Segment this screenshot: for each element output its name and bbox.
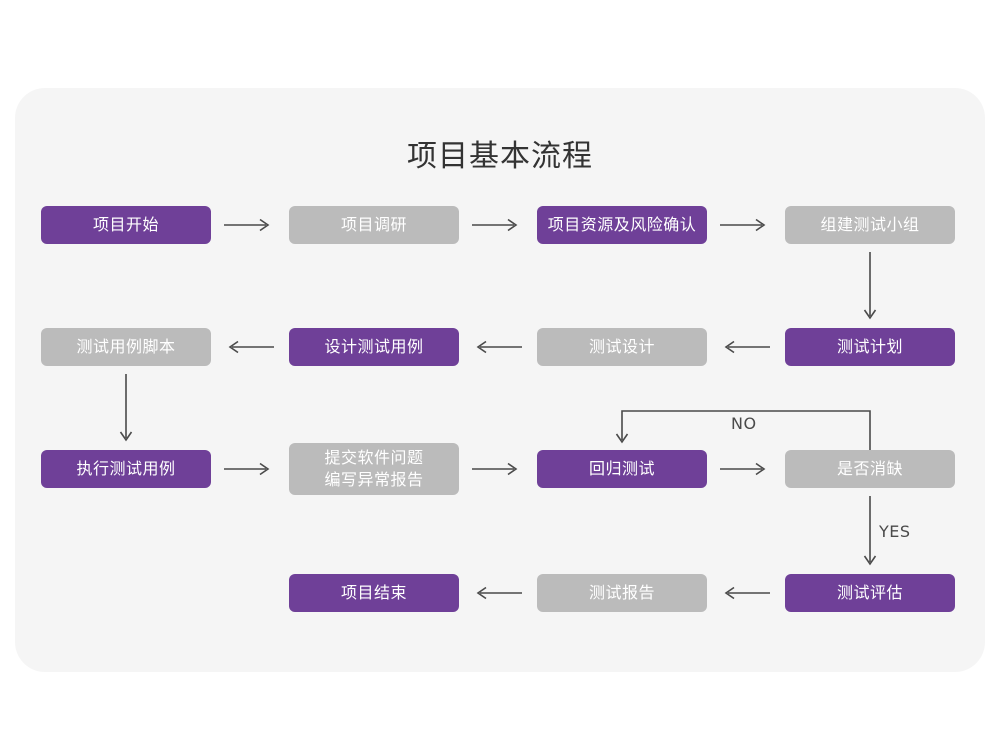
arrow-start-to-research [222,218,276,232]
node-label: 项目开始 [92,215,159,234]
arrow-defectcheck-to-evaluation [863,496,877,572]
arrow-script-to-execute [119,374,133,448]
arrow-team-to-testplan [863,252,877,326]
arrow-testdesign-to-designcase [470,340,524,354]
node-label: 设计测试用例 [324,337,424,356]
node-label: 测试计划 [836,337,903,356]
arrow-submit-to-regression [470,462,524,476]
node-project-start[interactable]: 项目开始 [41,206,211,244]
node-label: 测试设计 [588,337,655,356]
node-design-testcase[interactable]: 设计测试用例 [289,328,459,366]
node-execute-testcase[interactable]: 执行测试用例 [41,450,211,488]
node-label: 组建测试小组 [820,215,920,234]
edge-label-no: NO [731,414,757,433]
node-label: 测试用例脚本 [76,337,176,356]
arrow-testplan-to-testdesign [718,340,772,354]
node-label: 项目调研 [340,215,407,234]
node-label: 项目资源及风险确认 [547,215,697,234]
node-test-design[interactable]: 测试设计 [537,328,707,366]
arrow-regression-to-defectcheck [718,462,772,476]
node-label: 回归测试 [588,459,655,478]
node-label: 项目结束 [340,583,407,602]
arrow-designcase-to-script [222,340,276,354]
arrow-resource-to-team [718,218,772,232]
node-project-research[interactable]: 项目调研 [289,206,459,244]
node-defect-cleared[interactable]: 是否消缺 [785,450,955,488]
node-resource-risk-confirm[interactable]: 项目资源及风险确认 [537,206,707,244]
node-test-evaluation[interactable]: 测试评估 [785,574,955,612]
page-title: 项目基本流程 [407,139,593,174]
node-submit-issue-report[interactable]: 提交软件问题 编写异常报告 [289,443,459,495]
node-label: 执行测试用例 [76,459,176,478]
node-label: 是否消缺 [836,459,903,478]
edge-label-yes: YES [879,522,911,541]
node-label: 测试报告 [588,583,655,602]
arrow-testreport-to-projectend [470,586,524,600]
node-label: 提交软件问题 编写异常报告 [324,448,424,489]
node-test-plan[interactable]: 测试计划 [785,328,955,366]
node-project-end[interactable]: 项目结束 [289,574,459,612]
node-test-report[interactable]: 测试报告 [537,574,707,612]
node-build-test-team[interactable]: 组建测试小组 [785,206,955,244]
node-label: 测试评估 [836,583,903,602]
node-regression-test[interactable]: 回归测试 [537,450,707,488]
arrow-research-to-resource [470,218,524,232]
node-testcase-script[interactable]: 测试用例脚本 [41,328,211,366]
arrow-evaluation-to-testreport [718,586,772,600]
arrow-execute-to-submit [222,462,276,476]
loop-no-path [614,404,878,452]
